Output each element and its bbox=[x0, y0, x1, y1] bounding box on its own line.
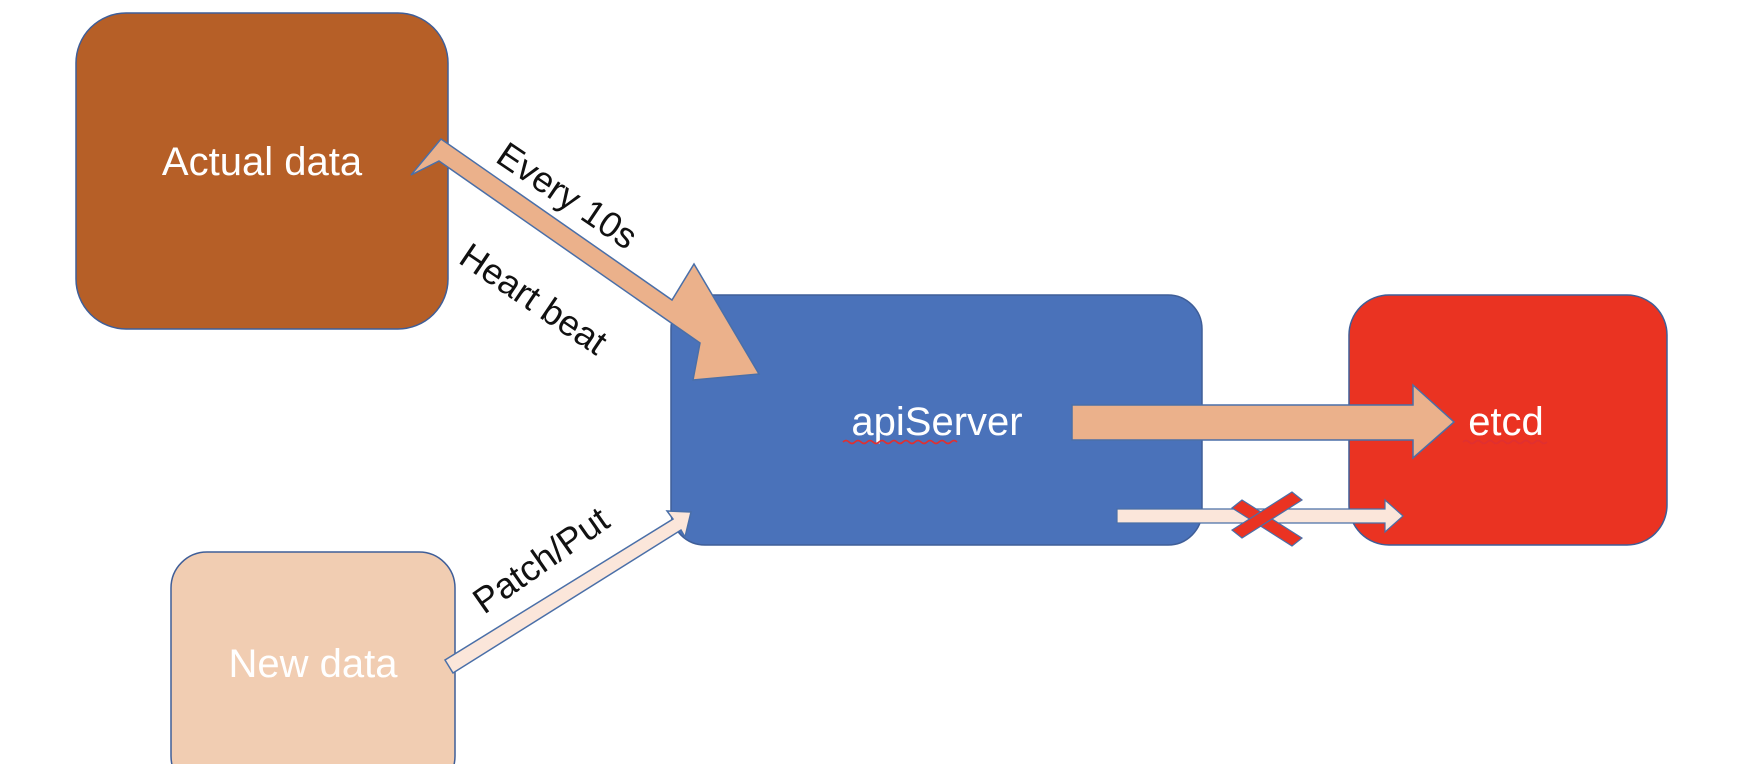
node-new-data-label: New data bbox=[229, 642, 399, 686]
patch-put-arrow bbox=[443, 510, 692, 675]
node-actual-data-label: Actual data bbox=[162, 140, 363, 184]
heartbeat-arrow-shape bbox=[410, 137, 761, 381]
persist-arrow-shape bbox=[1071, 383, 1456, 460]
spellcheck-underline bbox=[1462, 439, 1548, 445]
blocked-arrow bbox=[1116, 491, 1404, 547]
heartbeat-arrow bbox=[410, 137, 761, 381]
node-actual-data-box bbox=[75, 12, 449, 330]
spellcheck-underline bbox=[842, 439, 958, 445]
node-actual-data: Actual data bbox=[75, 12, 449, 330]
persist-arrow bbox=[1071, 383, 1456, 460]
node-new-data: New data bbox=[170, 551, 456, 764]
node-etcd-label: etcd bbox=[1468, 400, 1544, 444]
blocked-x-icon bbox=[1230, 491, 1304, 547]
node-api-server-label: apiServer bbox=[851, 400, 1022, 444]
patch-put-arrow-shape bbox=[443, 510, 692, 675]
node-etcd: etcd bbox=[1348, 294, 1668, 546]
node-api-server: apiServer bbox=[670, 294, 1203, 546]
